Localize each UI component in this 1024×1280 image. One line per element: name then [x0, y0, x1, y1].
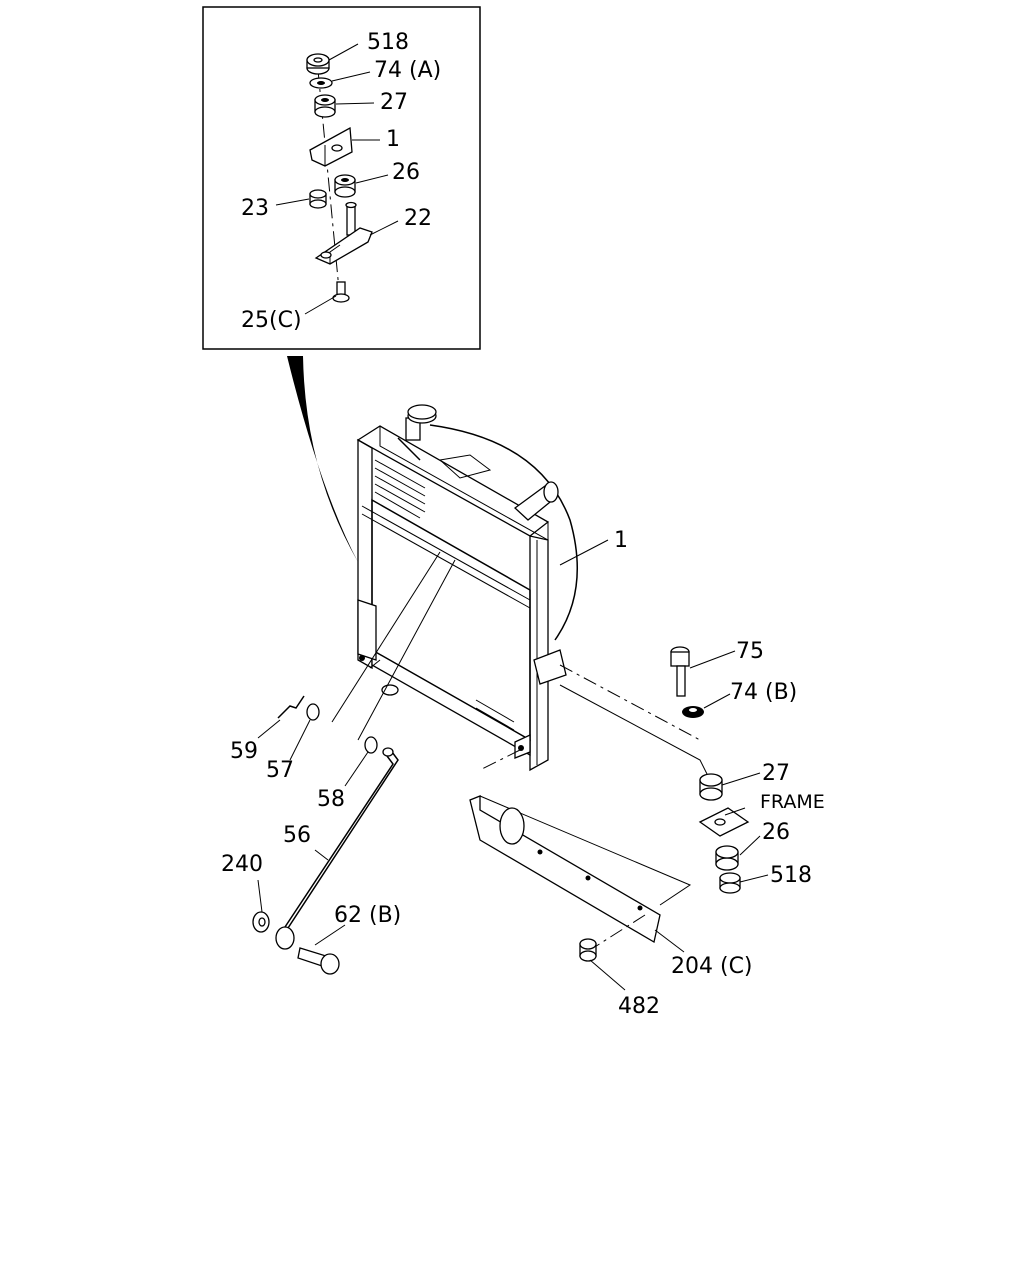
- label-main-57: 57: [266, 758, 294, 783]
- inset-bracket-1: [309, 126, 353, 167]
- label-main-62b: 62 (B): [334, 903, 401, 928]
- label-inset-74a: 74 (A): [374, 58, 441, 83]
- bolt-482: [579, 938, 597, 962]
- filler-cap: [397, 404, 437, 461]
- label-main-27: 27: [762, 761, 790, 786]
- radiator-assembly: [331, 404, 578, 772]
- detail-pointer: [287, 356, 358, 562]
- bushing-240: [252, 911, 270, 933]
- inset-washer-74a: [309, 77, 333, 89]
- label-inset-27: 27: [380, 90, 408, 115]
- label-inset-26: 26: [392, 160, 420, 185]
- upper-outlet: [513, 481, 559, 521]
- label-inset-22: 22: [404, 206, 432, 231]
- washer-58: [364, 736, 378, 754]
- bolt-62b: [297, 947, 340, 975]
- label-main-56: 56: [283, 823, 311, 848]
- inset-rubber-27: [314, 94, 336, 118]
- label-main-26: 26: [762, 820, 790, 845]
- label-main-204c: 204 (C): [671, 954, 753, 979]
- label-inset-518: 518: [367, 30, 409, 55]
- label-main-240: 240: [221, 852, 263, 877]
- inset-stud-bracket-22: [314, 201, 373, 265]
- label-main-75: 75: [736, 639, 764, 664]
- label-main-58: 58: [317, 787, 345, 812]
- nut-518: [719, 872, 741, 894]
- inset-detail: 518 74 (A) 27 1 26 23 22 25(C): [202, 6, 481, 350]
- inset-rubber-26: [334, 174, 356, 198]
- clip-59: [277, 695, 305, 719]
- frame-plate: [698, 807, 750, 837]
- label-main-74b: 74 (B): [730, 680, 797, 705]
- rubber-27: [699, 773, 723, 801]
- cover-plate-204c: [469, 795, 692, 944]
- washer-74b: [682, 706, 704, 718]
- label-inset-23: 23: [241, 196, 269, 221]
- rubber-26: [715, 845, 739, 871]
- label-main-482: 482: [618, 994, 660, 1019]
- label-main-518: 518: [770, 863, 812, 888]
- label-main-59: 59: [230, 739, 258, 764]
- rod-end-bushing: [275, 926, 295, 950]
- label-inset-25c: 25(C): [241, 308, 302, 333]
- inset-bolt-25c: [332, 281, 350, 303]
- bolt-axis-482: [589, 914, 646, 951]
- label-main-1: 1: [614, 528, 628, 553]
- inset-nut-23: [309, 189, 327, 209]
- bolt-75: [670, 646, 690, 697]
- inset-nut-518: [306, 53, 330, 75]
- stay-rod-56: [282, 747, 399, 931]
- label-inset-1: 1: [386, 127, 400, 152]
- inset-frame: [202, 6, 481, 350]
- washer-57: [306, 703, 320, 721]
- label-main-frame: FRAME: [760, 791, 825, 813]
